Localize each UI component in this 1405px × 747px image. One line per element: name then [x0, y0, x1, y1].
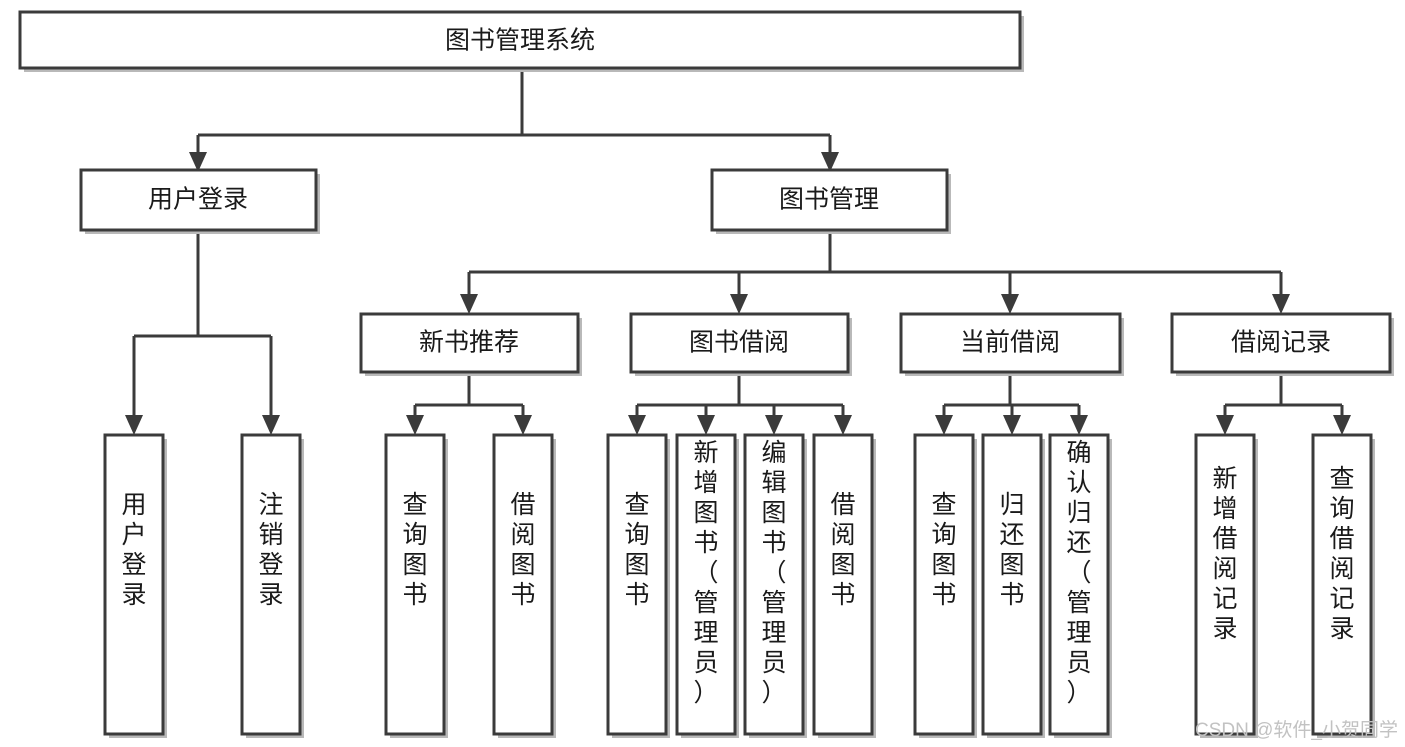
- node-book-management-label: 图书管理: [779, 186, 879, 214]
- node-leaf-edit-book[interactable]: 编辑图书（管理员）: [743, 433, 807, 738]
- node-leaf-query-book-3-label: 查询图书: [931, 491, 956, 609]
- node-leaf-add-record[interactable]: 新增借阅记录: [1194, 433, 1258, 738]
- node-leaf-borrow-book-1-label: 借阅图书: [510, 491, 535, 609]
- node-leaf-logout-login[interactable]: 注销登录: [240, 433, 304, 738]
- node-leaf-edit-book-label: 编辑图书（管理员）: [761, 439, 786, 707]
- connector-layer: [125, 68, 1351, 435]
- node-leaf-query-book-2[interactable]: 查询图书: [606, 433, 670, 738]
- node-leaf-borrow-book-2[interactable]: 借阅图书: [812, 433, 876, 738]
- node-leaf-query-book-1-label: 查询图书: [402, 491, 427, 609]
- connector-borrowrecord-to-leaves: [1216, 374, 1351, 435]
- node-leaf-query-book-2-label: 查询图书: [624, 491, 649, 609]
- node-user-login-label: 用户登录: [148, 186, 248, 214]
- node-current-borrow-label: 当前借阅: [960, 329, 1060, 357]
- node-leaf-query-book-3[interactable]: 查询图书: [913, 433, 977, 738]
- connector-bookborrow-to-leaves: [628, 374, 852, 435]
- node-leaf-query-record[interactable]: 查询借阅记录: [1311, 433, 1375, 738]
- node-leaf-logout-login-label: 注销登录: [258, 491, 283, 609]
- node-leaf-borrow-book-1[interactable]: 借阅图书: [492, 433, 556, 738]
- node-current-borrow[interactable]: 当前借阅: [899, 312, 1124, 376]
- node-book-borrow-label: 图书借阅: [689, 329, 789, 357]
- connector-bookmgmt-to-level3: [460, 232, 1290, 314]
- node-leaf-confirm-return-label: 确认归还（管理员）: [1066, 439, 1091, 707]
- node-leaf-add-book[interactable]: 新增图书（管理员）: [675, 433, 739, 738]
- node-book-management[interactable]: 图书管理: [710, 168, 951, 234]
- node-root-title-label: 图书管理系统: [445, 27, 595, 55]
- node-user-login[interactable]: 用户登录: [79, 168, 320, 234]
- node-leaf-user-login-label: 用户登录: [121, 491, 146, 609]
- node-leaf-query-record-label: 查询借阅记录: [1329, 465, 1354, 643]
- node-leaf-query-book-1[interactable]: 查询图书: [384, 433, 448, 738]
- node-leaf-return-book-label: 归还图书: [999, 491, 1024, 609]
- node-leaf-user-login[interactable]: 用户登录: [103, 433, 167, 738]
- node-leaf-return-book[interactable]: 归还图书: [981, 433, 1045, 738]
- node-borrow-record-label: 借阅记录: [1231, 329, 1331, 357]
- node-new-book-recommend[interactable]: 新书推荐: [359, 312, 582, 376]
- node-borrow-record[interactable]: 借阅记录: [1170, 312, 1394, 376]
- connector-root-to-level2: [189, 68, 839, 172]
- csdn-watermark: CSDN @软件_小贺同学: [1195, 719, 1398, 741]
- connector-userlogin-to-leaves: [125, 232, 280, 435]
- node-new-book-recommend-label: 新书推荐: [419, 329, 519, 357]
- node-book-borrow[interactable]: 图书借阅: [629, 312, 852, 376]
- connector-currentborrow-to-leaves: [935, 374, 1088, 435]
- node-leaf-add-record-label: 新增借阅记录: [1212, 465, 1237, 643]
- connector-newbook-to-leaves: [406, 374, 532, 435]
- node-root-title[interactable]: 图书管理系统: [18, 10, 1024, 72]
- node-leaf-borrow-book-2-label: 借阅图书: [830, 491, 855, 609]
- node-leaf-confirm-return[interactable]: 确认归还（管理员）: [1048, 433, 1112, 738]
- node-leaf-add-book-label: 新增图书（管理员）: [693, 439, 718, 707]
